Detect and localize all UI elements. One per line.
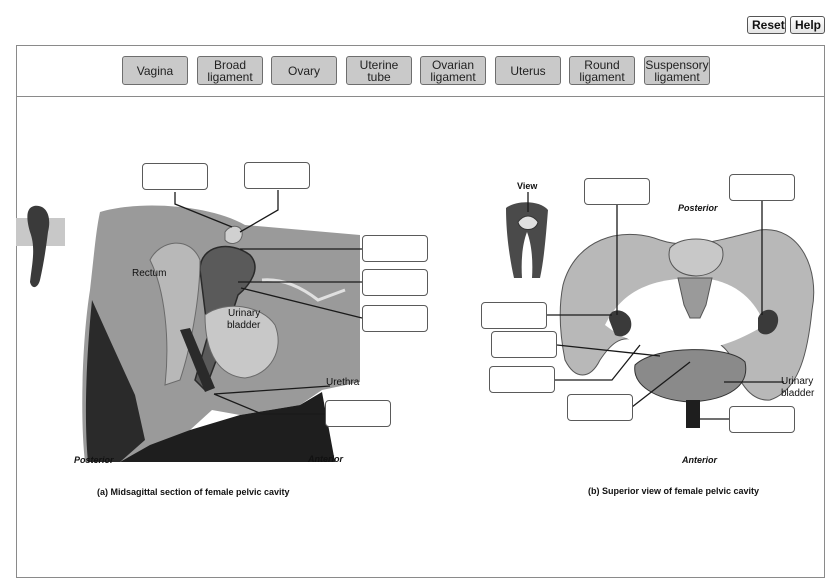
drop-target-a2[interactable] <box>244 162 310 189</box>
bladder-shape <box>204 305 279 379</box>
midsagittal-illustration <box>16 190 363 462</box>
reset-button[interactable]: Reset <box>747 16 786 34</box>
coccyx-shape <box>677 277 713 319</box>
label-chip-ovary[interactable]: Ovary <box>271 56 337 85</box>
label-bladder-line1: Urinary <box>228 308 261 319</box>
intestine-shape <box>261 278 346 302</box>
drop-target-b7[interactable] <box>729 406 795 433</box>
drop-target-a5[interactable] <box>362 305 428 332</box>
drop-target-b6[interactable] <box>567 394 633 421</box>
uterus-bladder-shape <box>634 349 747 403</box>
label-rectum: Rectum <box>132 268 167 279</box>
sacrum-shape <box>668 238 724 277</box>
drop-target-b1[interactable] <box>584 178 650 205</box>
drop-target-b2[interactable] <box>729 174 795 201</box>
left-ovary-shape <box>609 310 632 337</box>
superior-view-illustration <box>506 192 815 428</box>
chip-text: Vagina <box>136 63 174 78</box>
drop-target-a1[interactable] <box>142 163 208 190</box>
drop-target-b5[interactable] <box>489 366 555 393</box>
ovary-shape <box>224 225 243 244</box>
right-ovary-shape <box>758 309 779 335</box>
label-bladder-b-line1: Urinary <box>781 376 814 387</box>
label-urethra: Urethra <box>326 377 360 388</box>
locator-body-icon <box>506 202 548 278</box>
label-posterior-a: Posterior <box>74 455 114 465</box>
thigh-shade <box>120 392 335 462</box>
locator-pelvis-icon <box>517 215 539 230</box>
vagina-shape <box>180 328 215 392</box>
figure-b-leader-lines <box>547 201 784 420</box>
drop-target-b4[interactable] <box>491 331 557 358</box>
drop-target-a4[interactable] <box>362 269 428 296</box>
label-chip-uterus[interactable]: Uterus <box>495 56 561 85</box>
help-button[interactable]: Help <box>790 16 825 34</box>
label-posterior-b: Posterior <box>678 203 718 213</box>
drop-target-a6[interactable] <box>325 400 391 427</box>
drop-target-b3[interactable] <box>481 302 547 329</box>
drop-target-a3[interactable] <box>362 235 428 262</box>
caption-figure-a: (a) Midsagittal section of female pelvic… <box>97 487 290 497</box>
buttock-shade <box>85 300 145 462</box>
label-bladder-b-line2: bladder <box>781 388 815 399</box>
pelvic-inlet <box>605 278 765 350</box>
label-view: View <box>517 181 538 191</box>
caption-figure-b: (b) Superior view of female pelvic cavit… <box>588 486 760 496</box>
label-anterior-a: Anterior <box>308 454 344 464</box>
chip-text: Ovary <box>287 63 320 78</box>
label-bladder-line2: bladder <box>227 320 261 331</box>
label-chip-vagina[interactable]: Vagina <box>122 56 188 85</box>
body-silhouette-icon <box>27 205 50 288</box>
label-anterior-b: Anterior <box>682 455 718 465</box>
chip-text: Uterus <box>510 63 546 78</box>
figure-a-leader-lines <box>174 190 363 415</box>
urethra-shape <box>686 400 700 428</box>
